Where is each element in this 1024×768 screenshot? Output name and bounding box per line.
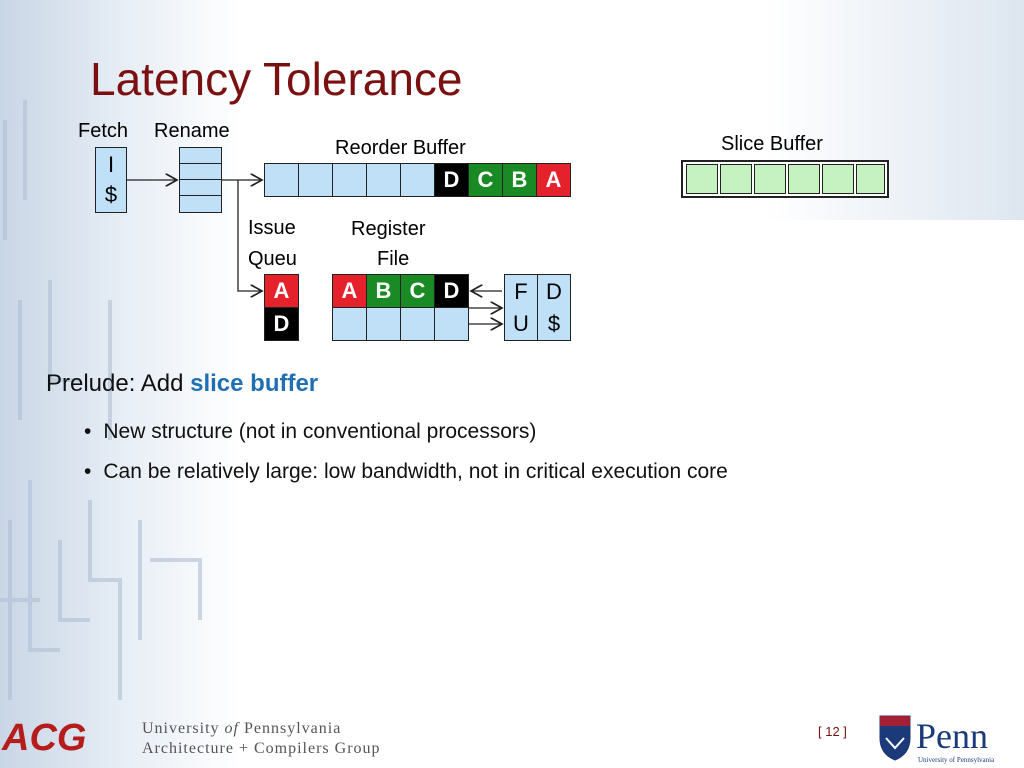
- content-area: Prelude: Add slice buffer: [46, 370, 318, 398]
- register-cell: [366, 307, 401, 341]
- register-file-label-line2: File: [377, 248, 410, 270]
- issue-queue-entry-d: D: [264, 307, 299, 341]
- bullet-item: •New structure (not in conventional proc…: [84, 420, 537, 443]
- register-cell: [434, 307, 469, 341]
- icache-line2: $: [104, 182, 118, 207]
- university-name: University of Pennsylvania: [142, 720, 342, 737]
- reorder-entry-a: A: [536, 163, 571, 197]
- register-entry-a: A: [332, 274, 367, 308]
- reorder-buffer-label: Reorder Buffer: [335, 137, 466, 159]
- fetch-label: Fetch: [78, 120, 129, 142]
- rename-cell: [179, 195, 222, 213]
- bullet-text: Can be relatively large: low bandwidth, …: [103, 460, 728, 483]
- register-entry-c: C: [400, 274, 435, 308]
- slice-cell: [788, 164, 820, 194]
- bullet-text: New structure (not in conventional proce…: [103, 420, 537, 443]
- datapath-arrows: [127, 0, 1024, 400]
- slice-cell: [856, 164, 885, 194]
- prelude-heading: Prelude: Add slice buffer: [46, 370, 318, 398]
- slice-cell: [754, 164, 786, 194]
- slice-buffer-highlight: slice buffer: [190, 370, 319, 397]
- circuit-pattern: [0, 100, 202, 700]
- penn-logo-subtext: University of Pennsylvania: [918, 756, 995, 764]
- arrow-rename-to-issue-queue: [237, 180, 262, 291]
- penn-logo: Penn University of Pennsylvania: [879, 715, 995, 764]
- reorder-cell: [400, 163, 435, 197]
- register-file-label-line1: Register: [351, 218, 426, 240]
- register-cell: [400, 307, 435, 341]
- acg-logo: ACG: [1, 717, 86, 759]
- register-entry-b: B: [366, 274, 401, 308]
- register-entry-d: D: [434, 274, 469, 308]
- fu-line2: U: [513, 311, 529, 336]
- acg-logo-text: ACG: [1, 717, 86, 759]
- slice-cell: [822, 164, 854, 194]
- slide-title: Latency Tolerance: [90, 53, 463, 105]
- issue-queue-label-line2: Queu: [248, 248, 297, 270]
- prelude-prefix: Prelude: Add: [46, 370, 191, 397]
- department-name: Architecture + Compilers Group: [142, 740, 381, 757]
- fu-line1: F: [514, 279, 528, 304]
- rename-label: Rename: [154, 120, 230, 142]
- penn-logo-text: Penn: [916, 716, 988, 756]
- slice-buffer-label: Slice Buffer: [721, 133, 823, 155]
- bullet-item: •Can be relatively large: low bandwidth,…: [84, 460, 728, 483]
- slice-cell: [720, 164, 752, 194]
- dcache-line2: $: [547, 311, 561, 336]
- issue-queue-label-line1: Issue: [248, 217, 296, 239]
- slice-cell: [686, 164, 718, 194]
- dcache-line1: D: [546, 279, 562, 304]
- instruction-cache: I $: [95, 147, 127, 213]
- reorder-entry-c: C: [468, 163, 503, 197]
- reorder-entry-b: B: [502, 163, 537, 197]
- icache-line1: I: [107, 152, 115, 177]
- page-number: [ 12 ]: [818, 724, 847, 739]
- data-cache: D $: [537, 274, 571, 341]
